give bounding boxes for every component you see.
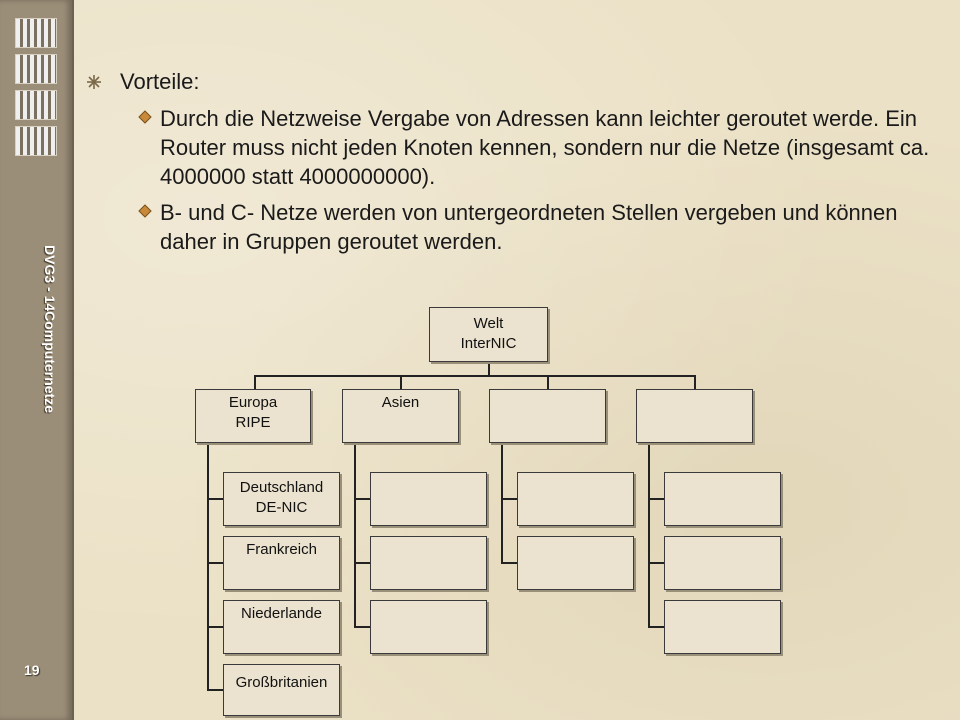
bullet-item: Durch die Netzweise Vergabe von Adressen… [82, 104, 950, 191]
node-empty [370, 472, 487, 526]
node-country-france: Frankreich [223, 536, 340, 590]
diamond-bullet-icon [138, 204, 152, 218]
bullet-heading: Vorteile: [82, 68, 952, 96]
node-empty [664, 536, 781, 590]
node-empty [664, 472, 781, 526]
node-region-europe: Europa RIPE [195, 389, 311, 443]
diamond-bullet-icon [138, 110, 152, 124]
sidebar: DVG3 - 14Computernetze 19 [0, 0, 74, 720]
node-country-netherlands: Niederlande [223, 600, 340, 654]
logo-icon [14, 18, 58, 158]
node-region-asia: Asien [342, 389, 459, 443]
slide-content: Vorteile: Durch die Netzweise Vergabe vo… [82, 68, 952, 263]
node-region-empty [636, 389, 753, 443]
bullet-item: B- und C- Netze werden von untergeordnet… [82, 198, 950, 256]
node-empty [517, 536, 634, 590]
node-region-empty [489, 389, 606, 443]
node-empty [517, 472, 634, 526]
heading-text: Vorteile: [120, 69, 200, 94]
vertical-title: DVG3 - 14Computernetze [42, 245, 58, 414]
node-root: Welt InterNIC [429, 307, 548, 362]
node-empty [370, 600, 487, 654]
node-empty [370, 536, 487, 590]
node-country-germany: Deutschland DE-NIC [223, 472, 340, 526]
bullet-text: B- und C- Netze werden von untergeordnet… [160, 200, 898, 254]
bullet-text: Durch die Netzweise Vergabe von Adressen… [160, 106, 930, 189]
node-country-uk: Großbritanien [223, 664, 340, 716]
star-bullet-icon [87, 75, 101, 89]
node-empty [664, 600, 781, 654]
page-number: 19 [24, 662, 40, 678]
